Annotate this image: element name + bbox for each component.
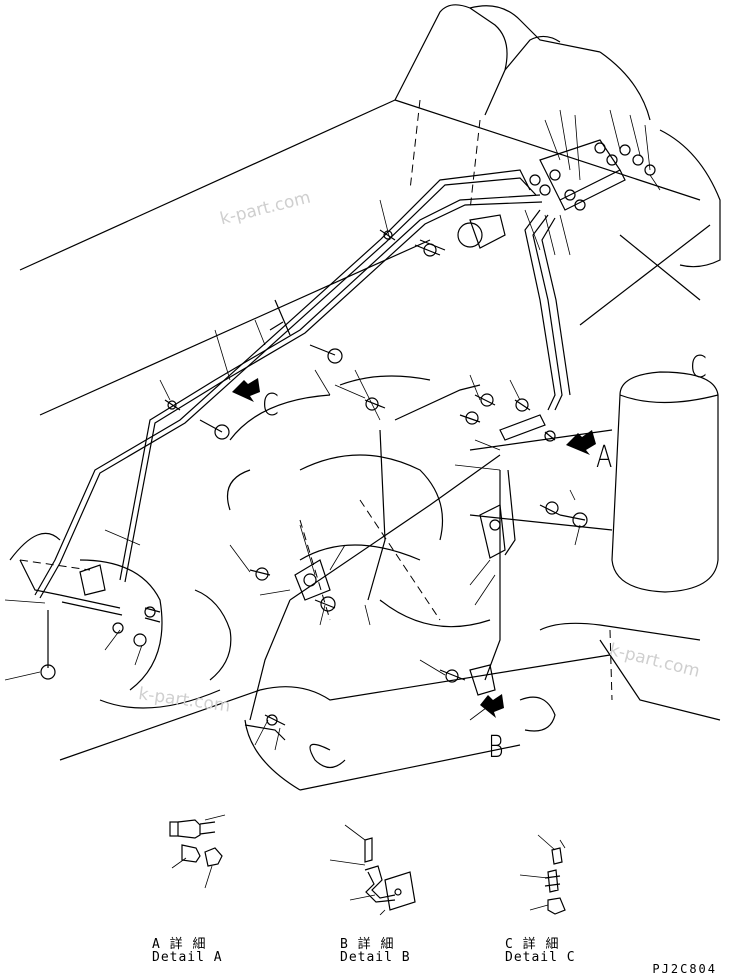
- detail-b-drawing: [329, 824, 416, 916]
- detail-a-caption-jp: A 詳 細: [152, 937, 207, 952]
- detail-a-caption-en: Detail A: [152, 950, 223, 965]
- view-arrows: [232, 378, 596, 718]
- detail-c-caption-en: Detail C: [505, 950, 576, 965]
- bolts-clamps: [40, 229, 588, 726]
- boom-cylinder: [469, 371, 719, 593]
- callout-c-cylinder: C: [690, 350, 707, 385]
- valve-block: [457, 139, 656, 249]
- boom-outline: [19, 4, 721, 416]
- detail-c-drawing: [519, 834, 566, 915]
- detail-b-caption-en: Detail B: [340, 950, 411, 965]
- frame-lower: [9, 375, 721, 791]
- hydraulic-piping: [19, 169, 571, 741]
- drawing-code: PJ2C804: [652, 962, 717, 976]
- detail-b-caption-jp: B 詳 細: [340, 937, 395, 952]
- callout-c: C: [262, 388, 279, 423]
- callout-b: B: [488, 730, 504, 765]
- callout-a: A: [596, 440, 613, 475]
- leader-lines: [4, 109, 661, 751]
- detail-a-drawing: [169, 814, 226, 889]
- detail-c-caption-jp: C 詳 細: [505, 937, 560, 952]
